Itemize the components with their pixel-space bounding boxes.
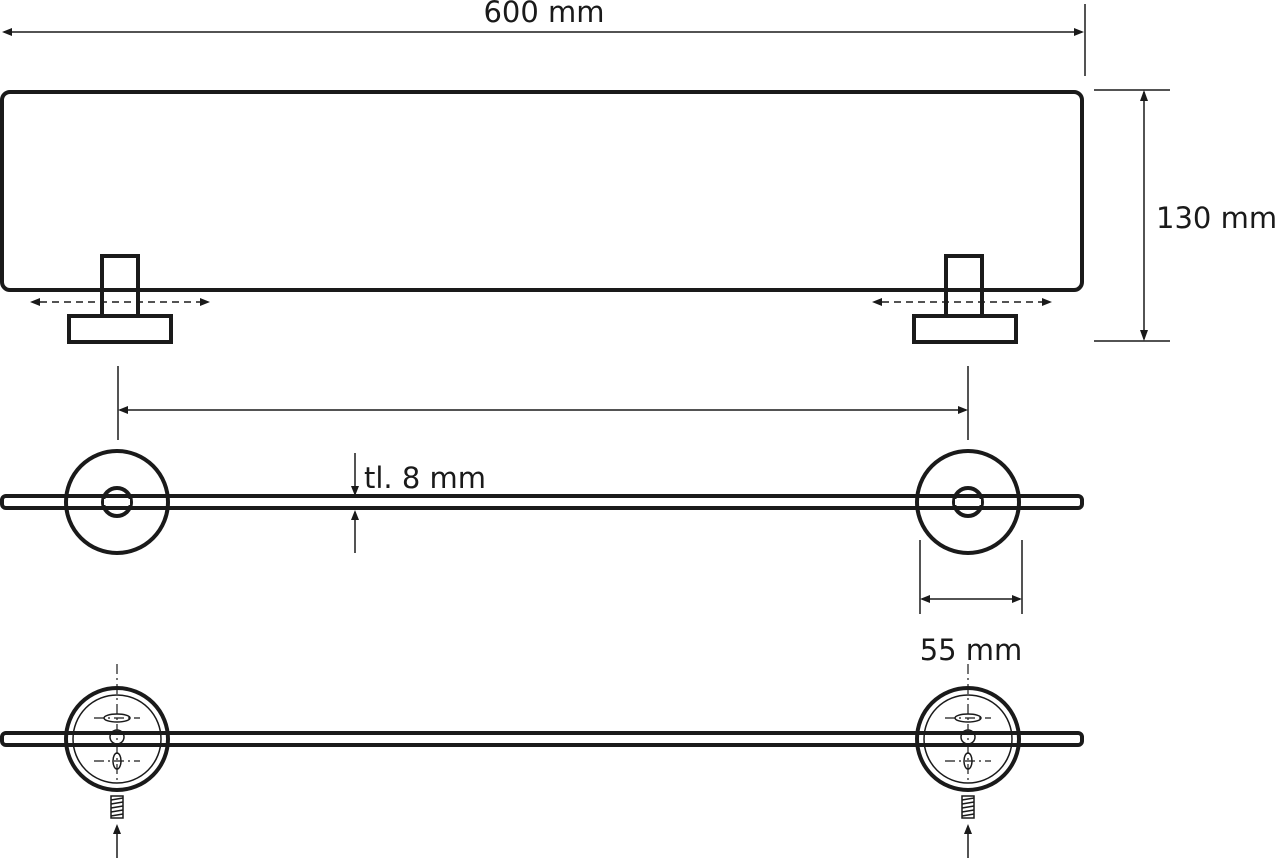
glass-shelf-bottom <box>0 731 1084 747</box>
overall-width-dimension: 600 mm <box>2 0 1086 76</box>
right-mount <box>915 664 1021 858</box>
bottom-view <box>0 664 1084 858</box>
rosette-diameter-dimension: 55 mm <box>919 540 1023 667</box>
top-view: tl. 8 mm 55 mm <box>0 449 1084 667</box>
front-view: 130 mm <box>0 89 1277 344</box>
glass-shelf-top <box>0 494 1084 510</box>
left-mount <box>64 664 170 858</box>
right-screw-icon <box>961 795 975 819</box>
thickness-dimension: tl. 8 mm <box>351 453 486 553</box>
left-rosette-top <box>64 449 170 555</box>
right-rosette-top <box>915 449 1021 555</box>
glass-shelf-front <box>0 90 1084 292</box>
height-label: 130 mm <box>1156 201 1277 235</box>
overall-width-label: 600 mm <box>483 0 604 29</box>
left-bracket-front <box>30 254 210 344</box>
center-distance-dimension <box>117 366 969 440</box>
left-screw-icon <box>110 795 124 819</box>
thickness-label: tl. 8 mm <box>364 461 486 495</box>
right-bracket-front <box>872 254 1052 344</box>
height-dimension: 130 mm <box>1094 89 1277 342</box>
rosette-diameter-label: 55 mm <box>920 633 1023 667</box>
